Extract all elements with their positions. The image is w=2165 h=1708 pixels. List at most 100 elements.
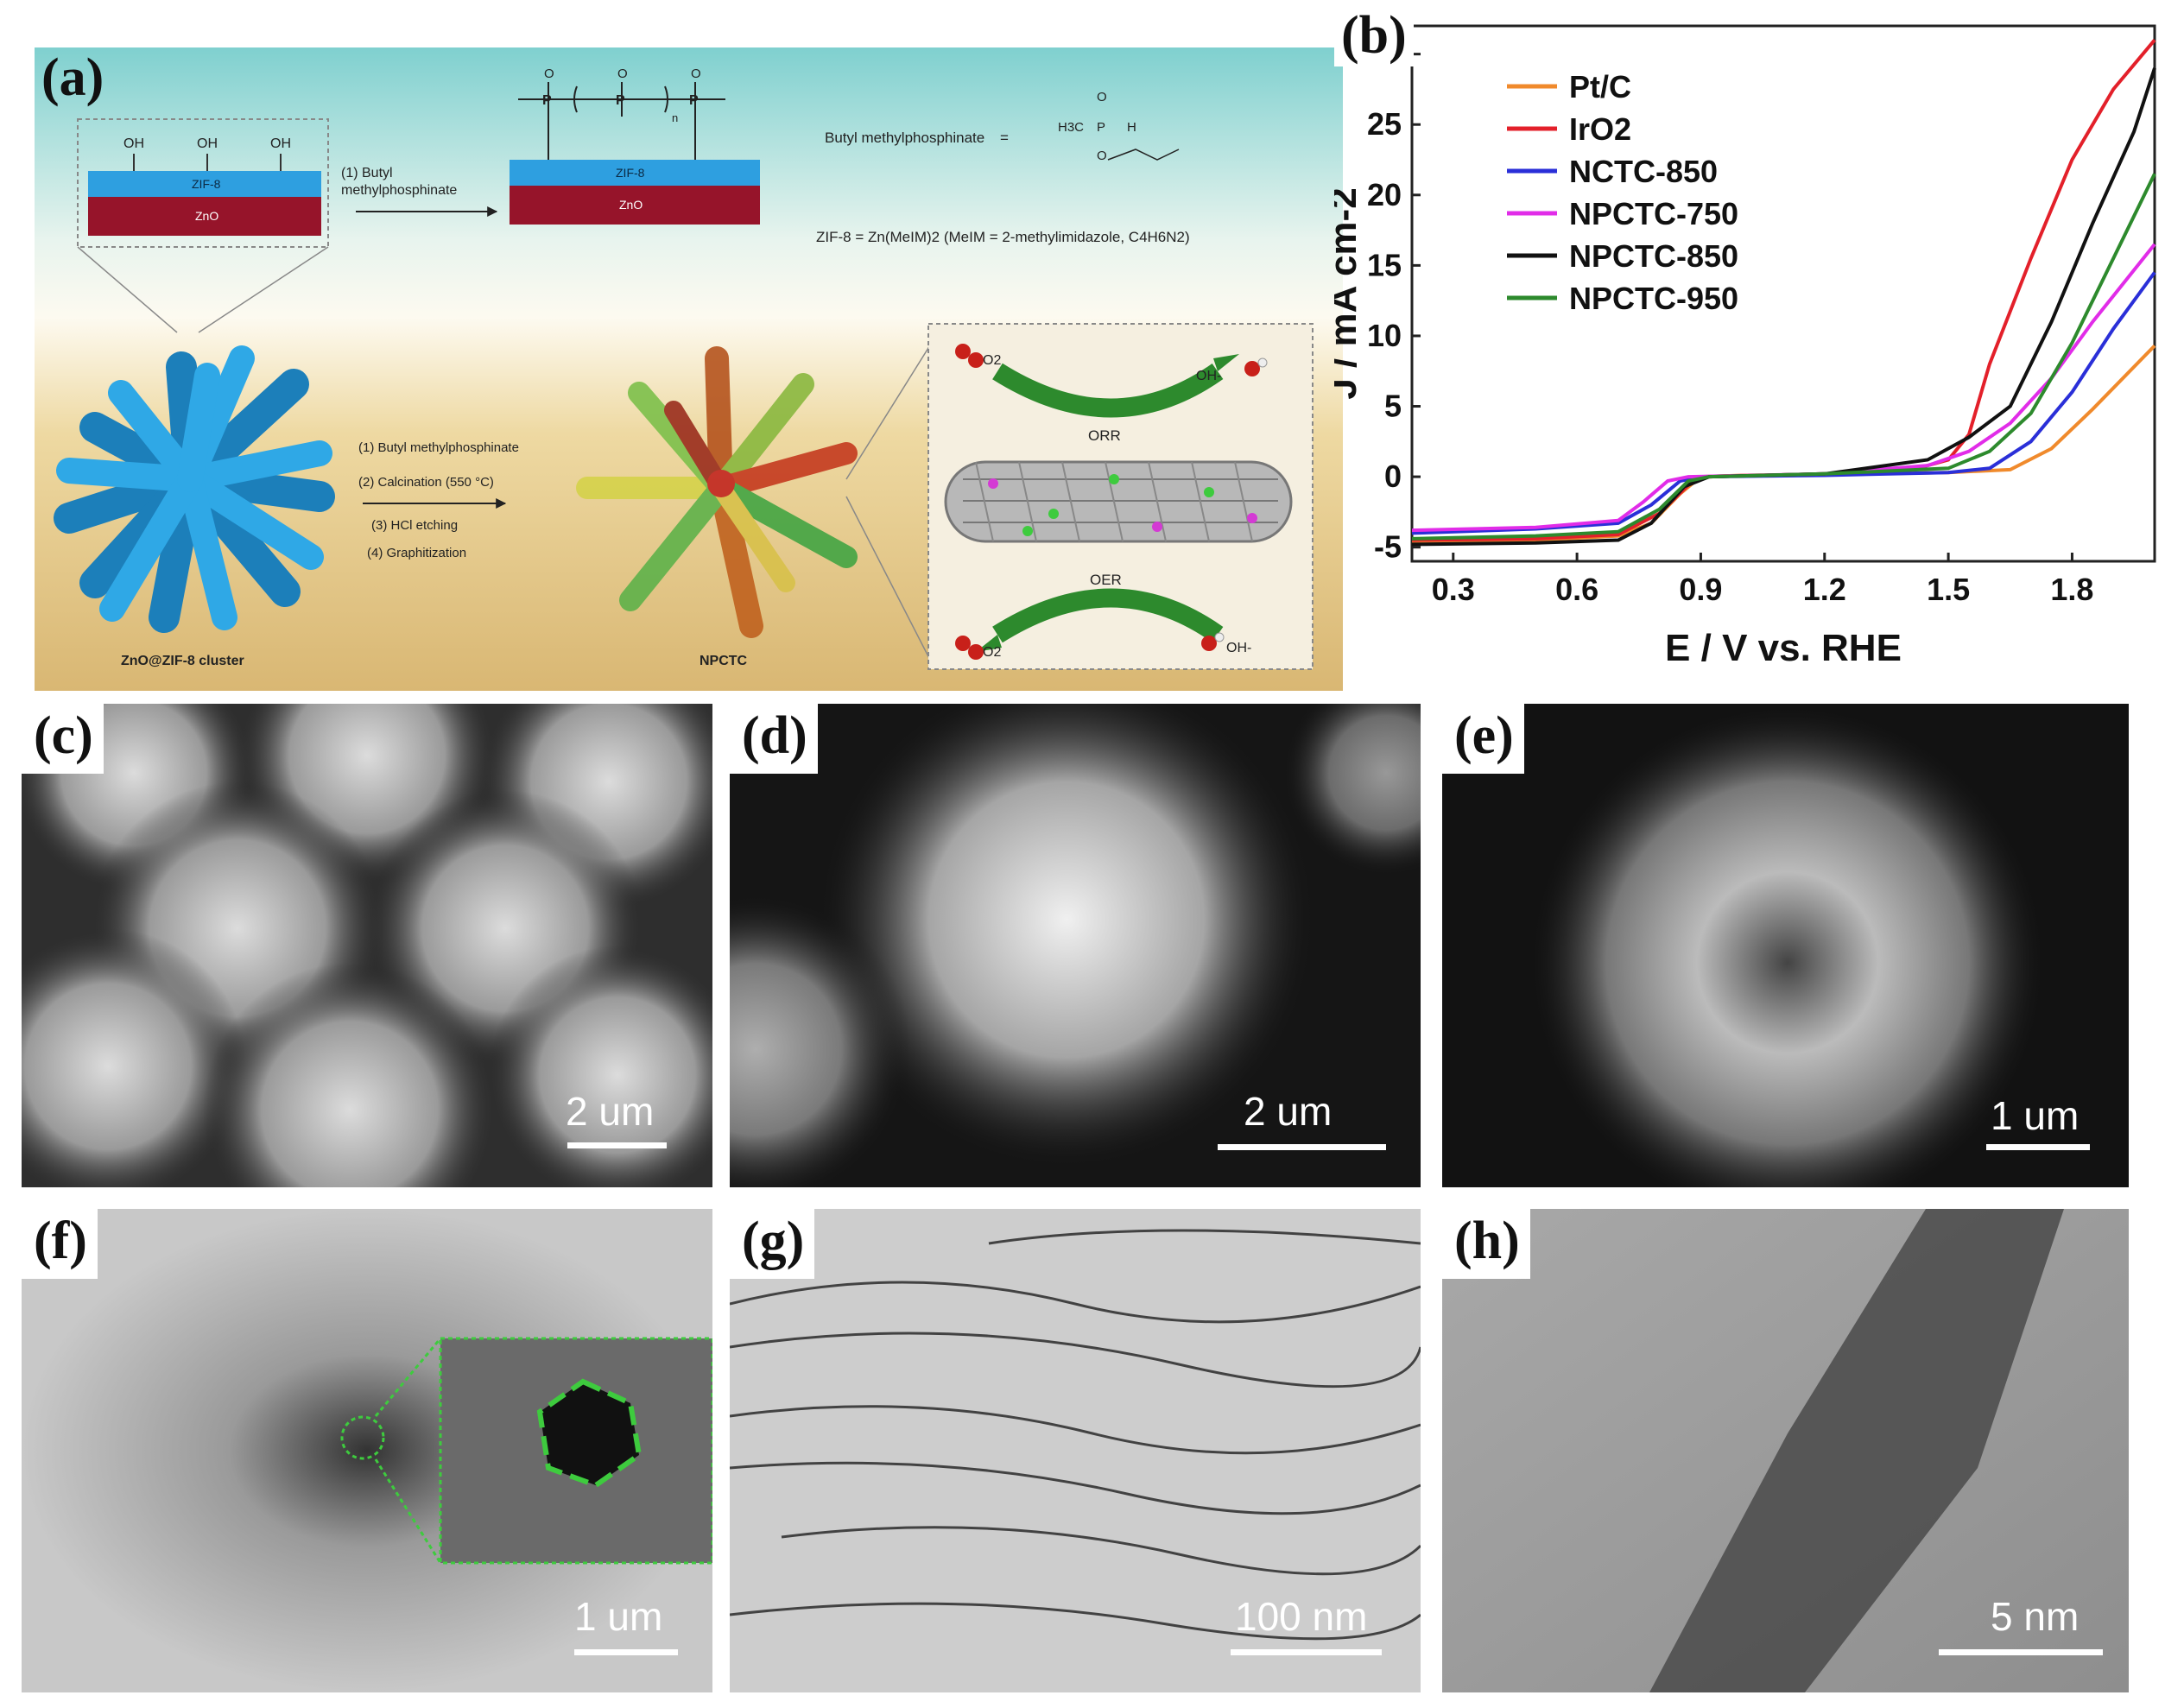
panel-e-label: (e) [1442, 704, 1524, 774]
zno-layer [88, 197, 321, 236]
oh-molecule-bottom [1201, 632, 1225, 651]
y-tick-label: 0 [1384, 459, 1402, 494]
o2-bottom-label: O2 [983, 645, 1001, 660]
panel-c-label: (c) [22, 704, 104, 774]
x-tick-label: 0.6 [1555, 572, 1598, 607]
panel-f-label: (f) [22, 1209, 98, 1279]
oer-arrow [992, 588, 1224, 643]
panel-d: (d) 2 um [730, 704, 1421, 1187]
y-axis-label: J / mA cm-2 [1334, 187, 1364, 399]
panel-b-label: (b) [1334, 5, 1414, 66]
plot-frame [1410, 24, 2156, 563]
zoom-line-f-top [374, 1338, 442, 1417]
x-tick-label: 1.2 [1803, 572, 1846, 607]
y-tick-label: 25 [1367, 106, 1402, 142]
sem-image-f [22, 1209, 712, 1692]
oh-bottom-label: OH- [1226, 641, 1251, 655]
step-2: (2) Calcination (550 °C) [358, 475, 494, 490]
y-tick-label: 10 [1367, 318, 1402, 353]
tem-image-g [730, 1209, 1421, 1692]
panel-d-label: (d) [730, 704, 818, 774]
zoom-line-f-bottom [374, 1458, 442, 1564]
zif8-label-2: ZIF-8 [616, 166, 645, 180]
oh-groups [133, 154, 282, 171]
scale-d-bar [1218, 1144, 1386, 1150]
chem-h-small: H [1127, 120, 1136, 135]
p-atom-1: P [542, 93, 552, 108]
panel-c: (c) 2 um [22, 704, 712, 1187]
panel-h: (h) 5 nm [1442, 1209, 2129, 1692]
cluster-label: ZnO@ZIF-8 cluster [121, 654, 244, 668]
polymer-chain [518, 82, 725, 160]
tem-image-h [1442, 1209, 2129, 1692]
legend-label: NPCTC-750 [1569, 196, 1738, 231]
p-atom-3: P [689, 93, 699, 108]
polymer-n: n [672, 111, 678, 124]
p-o-2: O [617, 66, 628, 81]
x-tick-label: 0.3 [1432, 572, 1475, 607]
series-line-npctc-850 [1411, 67, 2156, 547]
scale-c-bar [567, 1142, 667, 1148]
legend-label: NPCTC-850 [1569, 238, 1738, 274]
panel-e: (e) 1 um [1442, 704, 2129, 1187]
zoom-line-left [77, 246, 178, 333]
series-line-npctc-950 [1411, 173, 2156, 541]
sem-image-d [730, 704, 1421, 1187]
hexagonal-pore [536, 1378, 643, 1489]
oh-molecule-top [1244, 357, 1268, 376]
x-tick-label: 1.8 [2050, 572, 2093, 607]
oh-label-2: OH [197, 136, 218, 151]
sem-image-e [1442, 704, 2129, 1187]
p-o-3: O [691, 66, 701, 81]
zif-formula: ZIF-8 = Zn(MeIM)2 (MeIM = 2-methylimidaz… [816, 229, 1190, 245]
step-top-line2: methylphosphinate [341, 183, 457, 198]
panel-b-chart: 0.30.60.91.21.51.8-5051015202530E / V vs… [1334, 24, 2156, 669]
panel-a-schematic: OH OH OH ZIF-8 ZnO (1) Butyl methylphosp… [35, 47, 1343, 691]
scale-e-bar [1986, 1144, 2090, 1150]
y-tick-label: -5 [1374, 529, 1402, 565]
scale-h-text: 5 nm [1991, 1594, 2080, 1639]
zno-label: ZnO [195, 209, 218, 223]
p-atom-2: P [616, 93, 625, 108]
scale-e-text: 1 um [1991, 1093, 2080, 1138]
chem-h3c: H3C [1058, 120, 1084, 135]
zno-label-2: ZnO [619, 198, 643, 212]
inset-box [77, 118, 329, 248]
oh-label-3: OH [270, 136, 291, 151]
legend-label: Pt/C [1569, 69, 1631, 104]
scale-c-text: 2 um [566, 1089, 655, 1134]
y-tick-label: 5 [1384, 389, 1402, 424]
panel-f: (f) 1 um [22, 1209, 712, 1692]
legend-label: NCTC-850 [1569, 154, 1718, 189]
scale-f-text: 1 um [574, 1594, 663, 1639]
chem-o-top: O [1097, 90, 1107, 104]
oer-label: OER [1090, 572, 1122, 588]
p-o-1: O [544, 66, 554, 81]
panel-h-label: (h) [1442, 1209, 1530, 1279]
legend-label: NPCTC-950 [1569, 281, 1738, 316]
x-axis-label: E / V vs. RHE [1665, 627, 1902, 669]
npctc-structure [576, 346, 858, 638]
orr-arrowhead [1213, 354, 1239, 371]
o2-top-label: O2 [983, 353, 1001, 368]
scale-g-bar [1231, 1649, 1382, 1655]
chem-o-bottom: O [1097, 149, 1107, 163]
y-tick-label: 20 [1367, 177, 1402, 212]
panel-a: OH OH OH ZIF-8 ZnO (1) Butyl methylphosp… [35, 47, 1343, 691]
sem-image-c [22, 704, 712, 1187]
panel-b: 0.30.60.91.21.51.8-5051015202530E / V vs… [1334, 0, 2165, 691]
scale-d-text: 2 um [1244, 1089, 1333, 1134]
step-4: (4) Graphitization [367, 546, 466, 560]
reagent-equals: = [1000, 130, 1009, 146]
scale-g-text: 100 nm [1235, 1594, 1368, 1639]
o2-molecule-top [955, 344, 984, 368]
panel-g: (g) 100 nm [730, 1209, 1421, 1692]
step-top-line1: (1) Butyl [341, 166, 393, 180]
x-tick-label: 1.5 [1927, 572, 1970, 607]
oh-top-label: OH- [1196, 369, 1221, 383]
scale-h-bar [1939, 1649, 2103, 1655]
zif8-layer-2 [510, 160, 760, 186]
y-tick-label: 15 [1367, 247, 1402, 282]
zif8-layer [88, 171, 321, 197]
zoom-line-top [845, 340, 934, 480]
